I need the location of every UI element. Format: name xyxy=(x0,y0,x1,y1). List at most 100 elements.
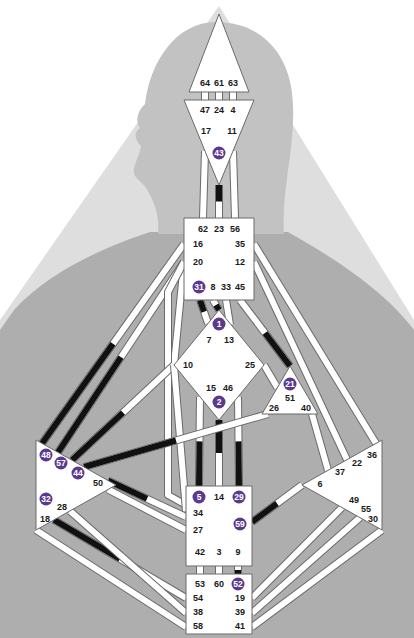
channel-line xyxy=(84,414,268,467)
channel-line xyxy=(36,530,186,627)
channel-line xyxy=(108,481,186,518)
channel-outline xyxy=(196,566,204,574)
channel-line xyxy=(233,151,235,218)
channel-outline xyxy=(108,481,186,518)
channel-fill xyxy=(36,530,186,627)
gate-number: 46 xyxy=(223,384,233,393)
channel-line xyxy=(312,414,328,470)
channel-fill xyxy=(252,530,382,627)
gate-number: 56 xyxy=(230,225,240,234)
channel-line xyxy=(199,397,200,486)
channel-outline xyxy=(252,518,360,613)
gate-number: 18 xyxy=(40,515,50,524)
gate-number: 8 xyxy=(210,283,215,292)
channel-line xyxy=(200,566,201,574)
gate-number: 53 xyxy=(195,580,205,589)
active-gate-number: 52 xyxy=(232,578,245,591)
channel-defined xyxy=(84,414,268,467)
channel-fill xyxy=(254,262,347,460)
gate-number: 61 xyxy=(214,79,224,88)
active-gate-number: 5 xyxy=(193,491,206,504)
channel-line xyxy=(219,92,220,100)
gate-number: 35 xyxy=(235,240,245,249)
active-gate-number: 1 xyxy=(213,318,226,331)
channel-defined xyxy=(235,566,241,574)
gate-number: 34 xyxy=(193,509,203,518)
channel-defined xyxy=(200,300,208,323)
channel-outline xyxy=(252,508,342,599)
channel-outline xyxy=(252,485,302,522)
gate-number: 28 xyxy=(57,503,67,512)
gate-number: 64 xyxy=(200,79,210,88)
channel-fill xyxy=(199,397,200,486)
channel-outline xyxy=(215,185,223,218)
gate-number: 39 xyxy=(235,608,245,617)
ajna-center: 47244171143 xyxy=(184,100,254,185)
channel-defined xyxy=(42,244,184,443)
spleen-center: 48574450322818 xyxy=(36,440,116,530)
active-gate-number: 48 xyxy=(40,449,53,462)
gate-number: 27 xyxy=(193,526,203,535)
channel-fill xyxy=(213,300,219,310)
channel-defined xyxy=(108,481,186,518)
gate-number: 58 xyxy=(193,622,203,631)
center-shape xyxy=(262,366,318,414)
channel-outline xyxy=(84,414,268,467)
channel-fill xyxy=(200,300,208,323)
gate-number: 16 xyxy=(193,240,203,249)
gate-number: 51 xyxy=(285,394,295,403)
aura-cone xyxy=(0,6,414,638)
active-gate-number: 57 xyxy=(55,457,68,470)
channel-defined xyxy=(252,485,302,522)
center-shape xyxy=(174,310,264,420)
gate-number: 11 xyxy=(227,127,237,136)
gate-number: 15 xyxy=(206,384,216,393)
root-center: 536052541938395841 xyxy=(186,574,252,634)
active-gate-number: 59 xyxy=(234,518,247,531)
gate-number: 41 xyxy=(235,622,245,631)
channel-defined xyxy=(216,185,222,218)
gate-number: 37 xyxy=(335,468,345,477)
channel-fill xyxy=(216,185,222,218)
channel-line xyxy=(252,530,382,627)
channel-outline xyxy=(215,92,223,100)
gate-number: 30 xyxy=(368,515,378,524)
channel-line xyxy=(219,185,220,218)
channel-fill xyxy=(216,92,222,100)
channel-line xyxy=(233,92,234,100)
channel-outline xyxy=(199,397,200,486)
gate-number: 63 xyxy=(228,79,238,88)
channel-fill xyxy=(42,244,184,443)
gate-number: 23 xyxy=(214,225,224,234)
gate-number: 22 xyxy=(352,459,362,468)
g-center: 1713102515462 xyxy=(174,310,264,420)
channel-outline xyxy=(36,530,186,627)
gate-number: 62 xyxy=(198,225,208,234)
channel-defined xyxy=(199,397,200,486)
center-shape xyxy=(36,440,116,530)
channel-line xyxy=(203,151,205,218)
center-shape xyxy=(302,440,382,530)
channel-fill xyxy=(252,508,342,599)
channel-fill xyxy=(312,414,328,470)
channel-outline xyxy=(252,530,382,627)
center-shape xyxy=(184,218,254,300)
channel-line xyxy=(219,566,220,574)
gate-number: 3 xyxy=(216,548,221,557)
channel-defined xyxy=(238,397,239,486)
gate-number: 12 xyxy=(235,258,245,267)
channel-fill xyxy=(235,566,241,574)
gate-number: 13 xyxy=(224,336,234,345)
channel-outline xyxy=(201,92,209,100)
gate-number: 25 xyxy=(245,361,255,370)
channel-fill xyxy=(252,485,302,522)
channel-outline xyxy=(213,300,219,310)
channel-outline xyxy=(42,244,184,443)
channel-outline xyxy=(312,414,328,470)
channel-line xyxy=(252,485,302,522)
gate-number: 38 xyxy=(193,608,203,617)
channel-fill xyxy=(216,566,222,574)
center-shape xyxy=(186,486,252,566)
